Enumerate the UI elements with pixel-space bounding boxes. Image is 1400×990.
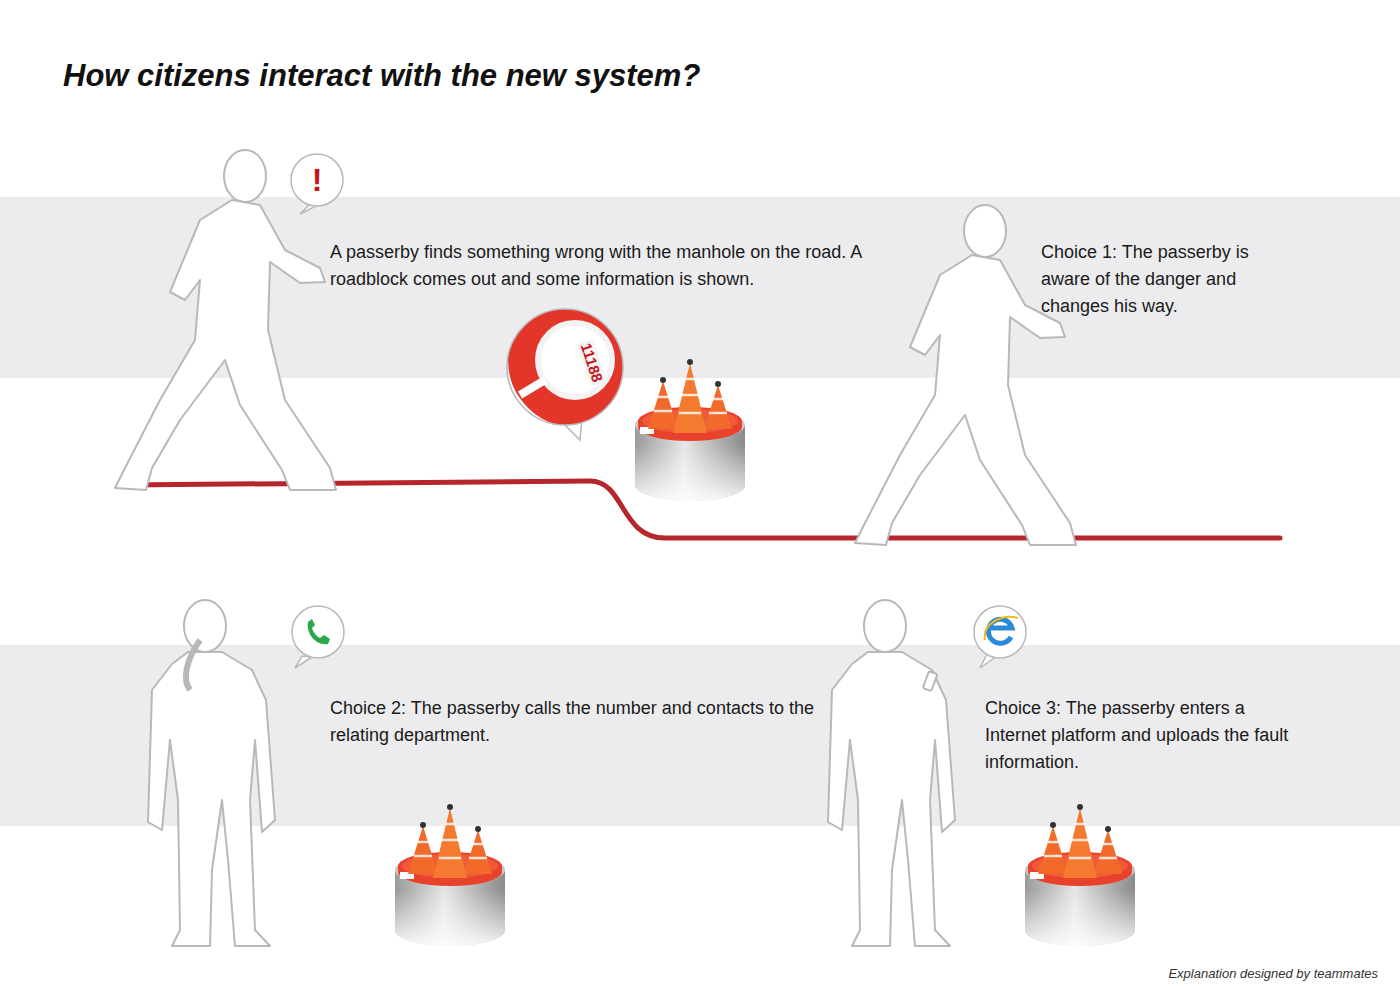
band-text: Choice 2: The passerby calls the number … — [330, 695, 830, 749]
roadblock — [635, 359, 745, 501]
roadblock — [1025, 804, 1135, 946]
arm-phone — [186, 640, 200, 690]
grey-band: Choice 2: The passerby calls the number … — [0, 645, 1400, 826]
roadblock — [395, 804, 505, 946]
mobile-phone — [923, 671, 938, 691]
band-text: Choice 3: The passerby enters a Internet… — [985, 695, 1305, 776]
credit-note: Explanation designed by teammates — [1168, 966, 1378, 981]
phone-bubble — [292, 606, 344, 668]
standing-man — [148, 600, 275, 946]
zoom-bubble — [507, 308, 627, 440]
grey-band: A passerby finds something wrong with th… — [0, 197, 1400, 378]
band-text: Choice 1: The passerby is aware of the d… — [1041, 239, 1301, 320]
alert-bubble — [291, 154, 343, 214]
band-text: A passerby finds something wrong with th… — [330, 239, 930, 293]
alert-mark: ! — [312, 162, 323, 199]
diagram-title: How citizens interact with the new syste… — [63, 58, 700, 94]
standing-man — [828, 600, 955, 946]
internet-bubble — [974, 606, 1026, 668]
